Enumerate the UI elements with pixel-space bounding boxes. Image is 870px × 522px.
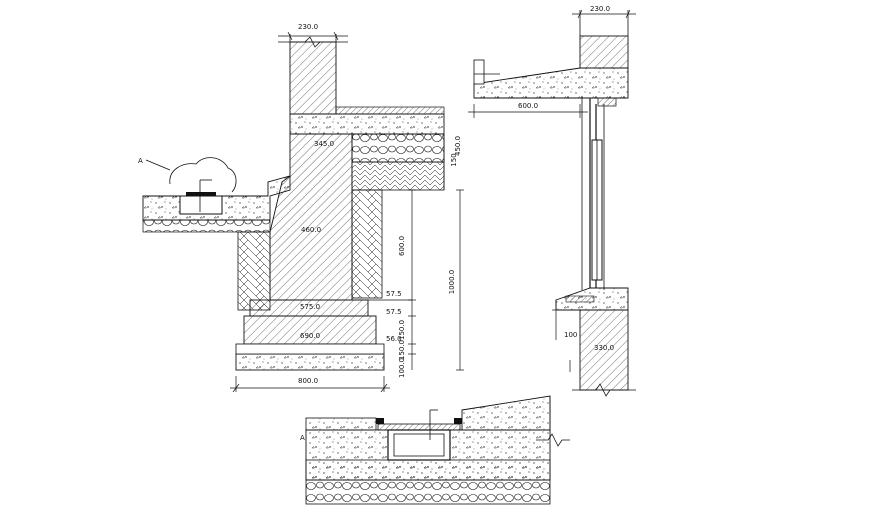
main-section: 230.0 345.0 460.0 575.0 690.0	[138, 23, 464, 393]
sill-tile	[565, 295, 595, 303]
detail-a: A	[300, 395, 570, 505]
dim-wall-width: 230.0	[298, 23, 318, 31]
drain-cover	[186, 192, 216, 196]
upper-wall	[289, 41, 337, 115]
masonry-left	[237, 231, 271, 311]
dim-56: 56.0	[386, 335, 402, 343]
sunshade-bar	[473, 59, 485, 85]
footing-pcc	[235, 353, 385, 371]
lintel-drip	[597, 97, 617, 107]
footing-step-2	[243, 315, 377, 345]
dim-1000: 1000.0	[448, 270, 456, 295]
dim-window-100: 100	[564, 331, 577, 339]
window-wall-top	[579, 35, 629, 69]
dim-690: 690.0	[300, 332, 320, 340]
floor-slab	[289, 113, 445, 135]
detail-drain-inner	[393, 433, 445, 457]
sunshade	[473, 67, 629, 99]
detail-grate-block-2	[454, 418, 462, 424]
floor-finish	[335, 106, 445, 115]
dim-57-5-b: 57.5	[386, 308, 402, 316]
dim-100: 100.0	[398, 358, 406, 378]
detail-top	[305, 417, 377, 431]
dim-345: 345.0	[314, 140, 334, 148]
dim-150-b: 150.0	[398, 340, 406, 360]
dim-base-width: 800.0	[298, 377, 318, 385]
callout-tag-main: A	[138, 157, 143, 165]
detail-ramp	[461, 395, 551, 431]
dim-window-wall: 230.0	[590, 5, 610, 13]
dim-57-5-a: 57.5	[386, 290, 402, 298]
stone-layer	[351, 133, 445, 163]
apron-base	[142, 219, 271, 233]
dim-150-a: 150.0	[398, 320, 406, 340]
dim-sunshade: 600.0	[518, 102, 538, 110]
dim-575: 575.0	[300, 303, 320, 311]
callout-cloud	[169, 157, 237, 193]
footing-bed	[235, 343, 385, 355]
dim-460: 460.0	[301, 226, 321, 234]
detail-grate	[377, 423, 461, 431]
drain-channel	[179, 195, 223, 215]
dim-150-top: 150	[450, 153, 458, 166]
dim-window-330: 330.0	[594, 344, 614, 352]
dim-450: 450.0	[454, 136, 462, 156]
plinth-wall	[269, 133, 353, 301]
masonry-right	[351, 189, 383, 299]
dim-600: 600.0	[398, 236, 406, 256]
brick-layer	[351, 161, 445, 191]
detail-grate-block	[376, 418, 384, 424]
callout-tag-detail: A	[300, 434, 305, 442]
window-section: 230.0 600.0 100 330.0	[468, 5, 636, 397]
window-wall-bottom	[579, 309, 629, 391]
detail-bed	[305, 459, 551, 481]
detail-stones	[305, 479, 551, 505]
